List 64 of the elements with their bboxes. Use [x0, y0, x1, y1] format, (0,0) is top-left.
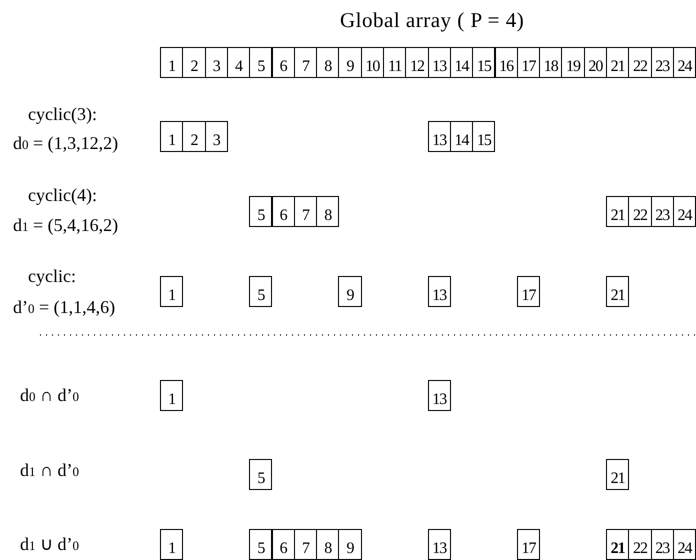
array-cell: 1	[160, 121, 184, 152]
array-cell: 13	[428, 529, 451, 560]
array-cell: 18	[539, 47, 562, 78]
array-cell: 1	[160, 529, 184, 560]
array-cell: 24	[672, 47, 696, 78]
array-cell: 22	[628, 47, 652, 78]
array-cell: 5	[249, 196, 272, 227]
array-cell: 16	[494, 47, 518, 78]
array-cell: 8	[316, 47, 340, 78]
array-cell: 24	[672, 529, 696, 560]
array-cell: 15	[472, 47, 496, 78]
array-cell: 12	[405, 47, 429, 78]
array-cell: 5	[249, 529, 272, 560]
array-cell: 24	[672, 196, 696, 227]
distribution-name: cyclic:	[28, 267, 76, 285]
diagram-title: Global array ( P = 4)	[340, 8, 524, 33]
array-cell: 2	[182, 47, 206, 78]
array-cell: 9	[338, 47, 362, 78]
array-cell: 21	[606, 47, 630, 78]
array-cell: 5	[249, 459, 272, 490]
array-cell: 2	[182, 121, 206, 152]
array-cell: 7	[294, 47, 318, 78]
array-cell: 21	[606, 529, 630, 560]
array-cell: 6	[272, 47, 295, 78]
array-cell: 7	[294, 196, 318, 227]
array-cell: 13	[428, 276, 451, 307]
array-cell: 6	[272, 196, 295, 227]
array-cell: 20	[584, 47, 607, 78]
array-cell: 8	[316, 529, 340, 560]
array-cell: 21	[606, 276, 630, 307]
array-cell: 17	[516, 529, 540, 560]
array-cell: 10	[360, 47, 384, 78]
array-cell: 23	[650, 529, 674, 560]
array-cell: 4	[226, 47, 250, 78]
array-cell: 13	[428, 121, 451, 152]
array-cell: 9	[338, 276, 362, 307]
array-cell: 3	[204, 47, 228, 78]
array-cell: 1	[160, 380, 184, 411]
array-cell: 5	[249, 47, 272, 78]
array-cell: 13	[428, 47, 451, 78]
array-cell: 15	[472, 121, 496, 152]
array-cell: 1	[160, 276, 184, 307]
array-cell: 7	[294, 529, 318, 560]
array-cell: 13	[428, 380, 451, 411]
array-cell: 3	[204, 121, 228, 152]
array-cell: 6	[272, 529, 295, 560]
distribution-name: cyclic(4):	[28, 186, 97, 204]
array-cell: 22	[628, 196, 652, 227]
array-cell: 21	[606, 196, 630, 227]
array-cell: 17	[516, 47, 540, 78]
array-cell: 19	[561, 47, 585, 78]
array-cell: 14	[450, 121, 474, 152]
array-cell: 14	[450, 47, 474, 78]
array-cell: 23	[650, 196, 674, 227]
distribution-name: cyclic(3):	[28, 105, 97, 123]
array-cell: 22	[628, 529, 652, 560]
array-cell: 9	[338, 529, 362, 560]
array-cell: 17	[516, 276, 540, 307]
array-cell: 23	[650, 47, 674, 78]
array-cell: 11	[383, 47, 406, 78]
array-cell: 21	[606, 459, 630, 490]
array-cell: 5	[249, 276, 272, 307]
array-cell: 1	[160, 47, 184, 78]
array-cell: 8	[316, 196, 340, 227]
